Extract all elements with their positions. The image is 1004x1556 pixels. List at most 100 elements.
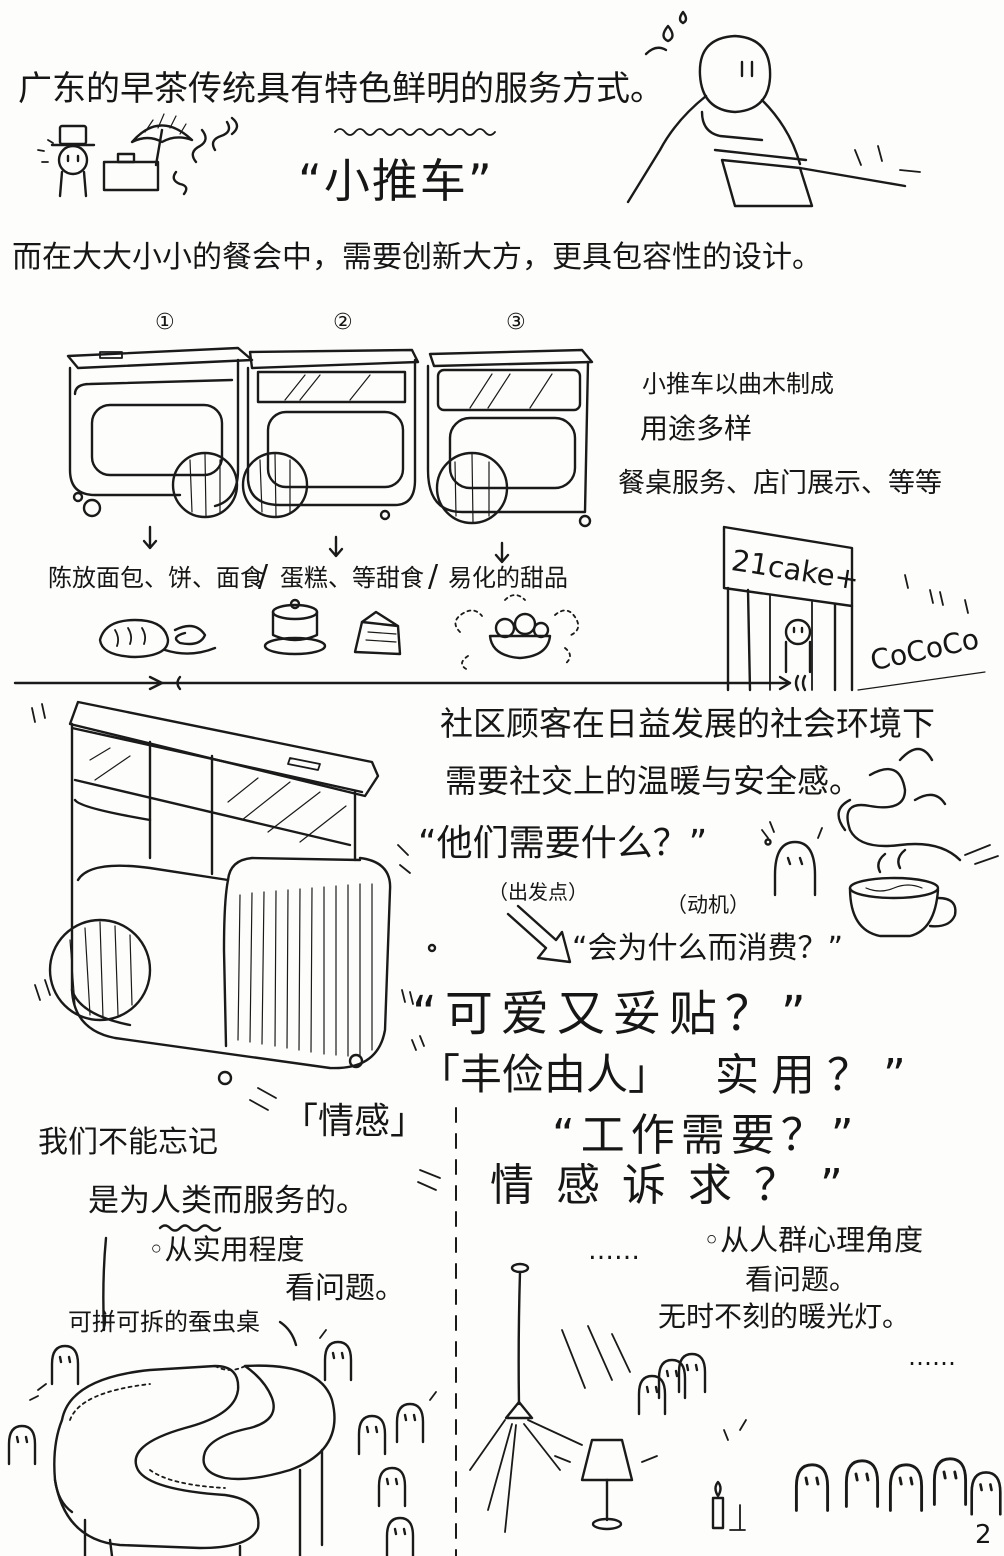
- left-note-line-2: 是为人类而服务的。: [88, 1183, 367, 1219]
- left-note-line-4: 看问题。: [285, 1271, 405, 1306]
- cart-note-uses: 用途多样: [640, 412, 753, 445]
- option-budget: 「丰俭由人」: [418, 1050, 671, 1099]
- down-arrows: [142, 525, 510, 564]
- person: [323, 1340, 353, 1382]
- person: [657, 1358, 687, 1400]
- intro-text: 广东的早茶传统具有特色鲜明的服务方式。: [18, 69, 664, 109]
- section-divider: [13, 674, 807, 692]
- right-note-dots-before: ……: [588, 1236, 640, 1266]
- person: [637, 1374, 667, 1416]
- left-note-line-1: 我们不能忘记: [38, 1125, 218, 1160]
- person: [377, 1466, 407, 1508]
- emphasis-marks: [401, 989, 425, 1051]
- use-separator: /: [258, 559, 269, 594]
- cart-use-1: 陈放面包、饼、面食: [48, 564, 264, 592]
- sweat-drop-icon: [662, 24, 674, 43]
- option-emotion: 情感诉求？”: [490, 1160, 865, 1211]
- left-note-line-3: ◦从实用程度: [148, 1233, 305, 1266]
- bread-icon: [98, 618, 170, 659]
- title-wave: [334, 128, 496, 136]
- steam-icon: [172, 116, 239, 196]
- arrow-down-icon: [494, 541, 510, 564]
- person: [7, 1424, 37, 1466]
- use-separator: /: [428, 559, 439, 594]
- cart-2: [241, 348, 420, 521]
- candle-icon: [711, 1496, 725, 1530]
- thinking-figure: [761, 821, 823, 897]
- lamp-cord: [517, 1270, 522, 1406]
- left-note-emotion: 「情感」: [282, 1101, 427, 1142]
- cart-3-wheel: [435, 451, 509, 525]
- right-note-line-3: 无时不刻的暖光灯。: [658, 1300, 911, 1333]
- person: [385, 1516, 415, 1556]
- right-note-line-1: ◦从人群心理角度: [703, 1223, 924, 1257]
- right-note-dots-after: ……: [908, 1343, 956, 1371]
- table-left-piece: [53, 1364, 260, 1550]
- vendor-head: [57, 144, 89, 176]
- left-annotation-marks: [102, 1087, 441, 1347]
- cart-1-wheel: [171, 451, 239, 519]
- page-title: “小推车”: [298, 154, 494, 208]
- pusher-head: [698, 34, 772, 114]
- pendant-lamp-icon: [504, 1400, 534, 1420]
- option-work: “工作需要？”: [552, 1110, 860, 1161]
- motive-note: （动机）: [666, 893, 750, 917]
- person: [50, 1344, 80, 1386]
- arrow-right-icon: [506, 904, 572, 964]
- dessert-bowl-icon: [488, 634, 552, 660]
- street-vendor-sketch: [37, 113, 239, 198]
- large-cart-wheel: [48, 918, 152, 1022]
- shop-front-sketch: [722, 525, 986, 692]
- cart-number-1: ①: [155, 310, 175, 335]
- context-line-1: 社区顾客在日益发展的社会环境下: [440, 704, 935, 743]
- cart-pusher-sketch: [626, 10, 921, 208]
- cake-slice-icon: [353, 610, 402, 656]
- subtitle-text: 而在大大小小的餐会中，需要创新大方，更具包容性的设计。: [12, 240, 822, 275]
- cart-note-examples: 餐桌服务、店门展示、等等: [618, 468, 942, 499]
- arrow-down-icon: [328, 535, 344, 558]
- warm-light-sketch: [469, 1262, 1002, 1533]
- person: [794, 1463, 830, 1512]
- food-doodles: [98, 594, 580, 671]
- steam-icon: [846, 767, 962, 862]
- question-note: （出发点）: [488, 880, 588, 904]
- coffee-cup-sketch: [837, 747, 999, 938]
- motive-text: “会为什么而消费？”: [572, 931, 844, 966]
- food-stall: [102, 160, 160, 192]
- bullet-dot: [427, 943, 437, 953]
- option-cute: “可爱又妥贴？”: [412, 986, 814, 1042]
- person: [677, 1352, 707, 1394]
- option-practical: 实用？”: [715, 1050, 918, 1101]
- three-cart-variants: [66, 346, 594, 528]
- person: [888, 1463, 924, 1512]
- cart-1: [66, 346, 254, 519]
- question-text: “他们需要什么？”: [418, 823, 708, 864]
- person: [932, 1457, 968, 1506]
- page-number: 2: [975, 1520, 992, 1550]
- person: [844, 1459, 880, 1508]
- peeking-person: [784, 618, 812, 646]
- squiggle-underline: [158, 1224, 222, 1232]
- cart-3: [426, 348, 594, 528]
- arrow-down-icon: [142, 525, 158, 550]
- cart-number-3: ③: [506, 310, 526, 335]
- large-cart-sketch: [31, 700, 411, 1086]
- modular-table-sketch: [7, 1329, 437, 1556]
- right-note-line-2: 看问题。: [745, 1263, 858, 1296]
- person: [395, 1402, 425, 1444]
- table-label: 可拼可拆的蚕虫桌: [68, 1308, 260, 1336]
- person: [357, 1414, 387, 1456]
- context-line-2: 需要社交上的温暖与安全感。: [445, 762, 862, 800]
- cart-use-2: 蛋糕、等甜食: [280, 564, 424, 592]
- table-lamp-icon: [580, 1438, 634, 1482]
- table-right-piece: [202, 1364, 336, 1481]
- cart-note-material: 小推车以曲木制成: [642, 370, 834, 398]
- trolley: [720, 158, 814, 208]
- cart-2-wheel: [241, 451, 309, 519]
- noodles-icon: [163, 624, 217, 655]
- cart-number-2: ②: [333, 310, 353, 335]
- cup-icon: [848, 886, 940, 938]
- cart-use-3: 易化的甜品: [448, 564, 568, 592]
